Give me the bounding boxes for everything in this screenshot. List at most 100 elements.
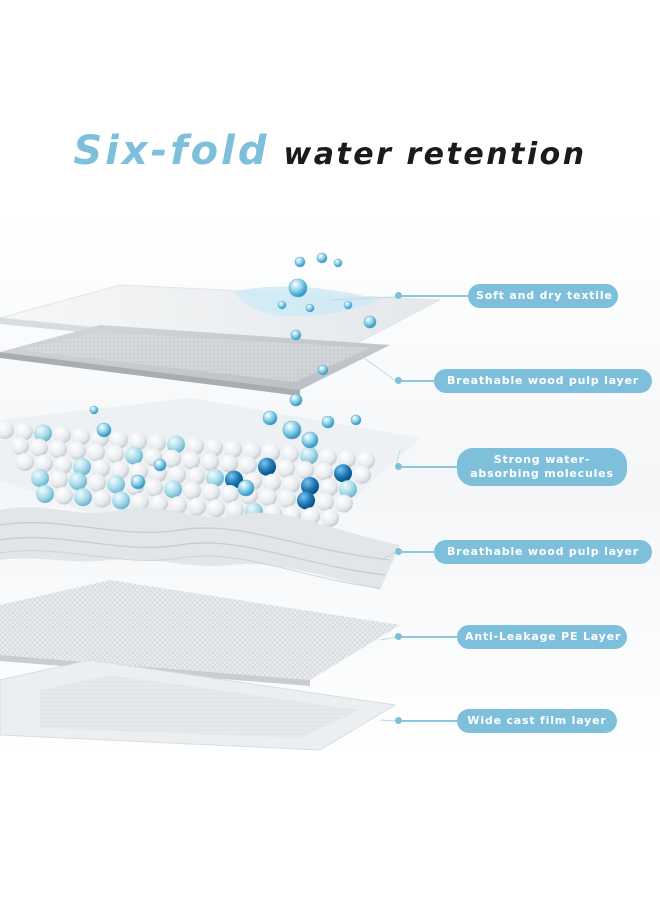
water-drop	[289, 393, 303, 407]
molecule-ball	[320, 478, 338, 497]
molecule-ball	[300, 446, 318, 465]
callout-label: Wide cast film layer	[457, 709, 617, 733]
wood-pulp-sheet-wavy	[0, 507, 400, 590]
molecule-ball	[49, 440, 67, 459]
cast-film-sheet	[0, 659, 397, 751]
molecule-ball	[125, 446, 143, 465]
water-drop	[343, 300, 353, 310]
molecule-ball	[239, 456, 257, 475]
molecule-ball	[281, 445, 299, 463]
molecule-ball	[16, 453, 34, 471]
molecule-ball	[297, 491, 315, 510]
molecule-ball	[339, 480, 357, 499]
molecule-ball	[107, 475, 125, 494]
molecule-ball	[202, 483, 220, 502]
molecule-ball	[263, 473, 281, 492]
molecule-ball	[110, 430, 128, 449]
molecule-ball	[111, 461, 129, 479]
molecule-ball	[338, 449, 356, 468]
callout-line	[402, 551, 434, 553]
molecule-ball	[258, 457, 276, 476]
water-drop	[89, 405, 99, 415]
molecule-ball	[53, 425, 71, 444]
molecule-ball	[188, 497, 206, 516]
water-drop	[237, 479, 255, 497]
molecule-ball	[88, 473, 106, 492]
callout-dot	[395, 377, 402, 385]
water-drop	[333, 258, 343, 268]
water-drop	[363, 315, 377, 329]
molecule-ball	[168, 465, 186, 484]
molecule-ball	[112, 491, 130, 510]
molecule-ball	[54, 456, 72, 475]
callout-wood-pulp-2: Breathable wood pulp layer	[395, 540, 652, 564]
callout-line	[402, 380, 434, 382]
molecule-ball	[0, 421, 14, 439]
water-drop	[153, 458, 167, 472]
callout-line	[402, 636, 457, 638]
callout-dot	[395, 463, 402, 471]
molecule-block	[0, 398, 420, 535]
molecule-ball	[335, 494, 353, 513]
molecule-ball	[259, 488, 277, 507]
callout-line	[402, 295, 468, 297]
callout-wood-pulp-1: Breathable wood pulp layer	[395, 369, 652, 393]
callout-line	[402, 466, 457, 468]
water-drop	[321, 415, 335, 429]
molecule-ball	[50, 470, 68, 489]
water-drop	[294, 256, 306, 268]
molecule-ball	[55, 486, 73, 505]
molecule-ball	[353, 465, 371, 484]
molecule-ball	[186, 437, 204, 455]
callout-line	[402, 720, 457, 722]
molecule-ball	[334, 464, 352, 483]
molecule-ball	[106, 445, 124, 463]
molecule-ball	[187, 467, 205, 486]
callout-label: Breathable wood pulp layer	[434, 369, 652, 393]
callout-dot	[395, 548, 402, 556]
callout-dot	[395, 292, 402, 300]
water-drop	[317, 364, 329, 376]
water-drop	[316, 252, 328, 264]
molecule-ball	[169, 496, 187, 515]
molecule-ball	[69, 472, 87, 491]
molecule-ball	[207, 499, 225, 518]
molecule-ball	[93, 489, 111, 508]
molecule-ball	[11, 437, 29, 455]
water-drop	[288, 278, 308, 298]
molecule-ball	[36, 485, 54, 503]
molecule-ball	[278, 489, 296, 508]
molecule-ball	[68, 441, 86, 460]
title-rest: water retention	[283, 137, 587, 172]
molecule-ball	[131, 493, 149, 511]
molecule-ball	[35, 454, 53, 473]
molecule-ball	[73, 457, 91, 476]
title-accent: Six-fold	[73, 128, 270, 174]
callout-connectors	[329, 296, 401, 722]
callout-water-absorbing: Strong water-absorbing molecules	[395, 448, 627, 486]
water-drop	[350, 414, 362, 426]
callout-soft-dry-textile: Soft and dry textile	[395, 284, 618, 308]
molecule-ball	[296, 461, 314, 479]
molecule-ball	[262, 443, 280, 462]
molecule-ball	[206, 469, 224, 487]
callout-dot	[395, 633, 402, 641]
molecule-ball	[277, 459, 295, 478]
page-title: Six-fold water retention	[0, 128, 660, 174]
molecule-ball	[205, 438, 223, 457]
molecule-ball	[92, 459, 110, 478]
molecule-ball	[316, 493, 334, 511]
callout-label: Strong water-absorbing molecules	[457, 448, 627, 486]
molecule-ball	[201, 453, 219, 471]
molecule-ball	[226, 501, 244, 519]
callout-cast-film: Wide cast film layer	[395, 709, 617, 733]
molecule-ball	[148, 433, 166, 452]
molecule-ball	[167, 435, 185, 454]
water-drop	[277, 300, 287, 310]
water-drop	[262, 410, 278, 426]
wood-pulp-sheet-top	[0, 325, 390, 396]
molecule-ball	[321, 509, 339, 527]
callout-label: Breathable wood pulp layer	[434, 540, 652, 564]
molecule-ball	[220, 454, 238, 473]
molecule-ball	[145, 478, 163, 497]
